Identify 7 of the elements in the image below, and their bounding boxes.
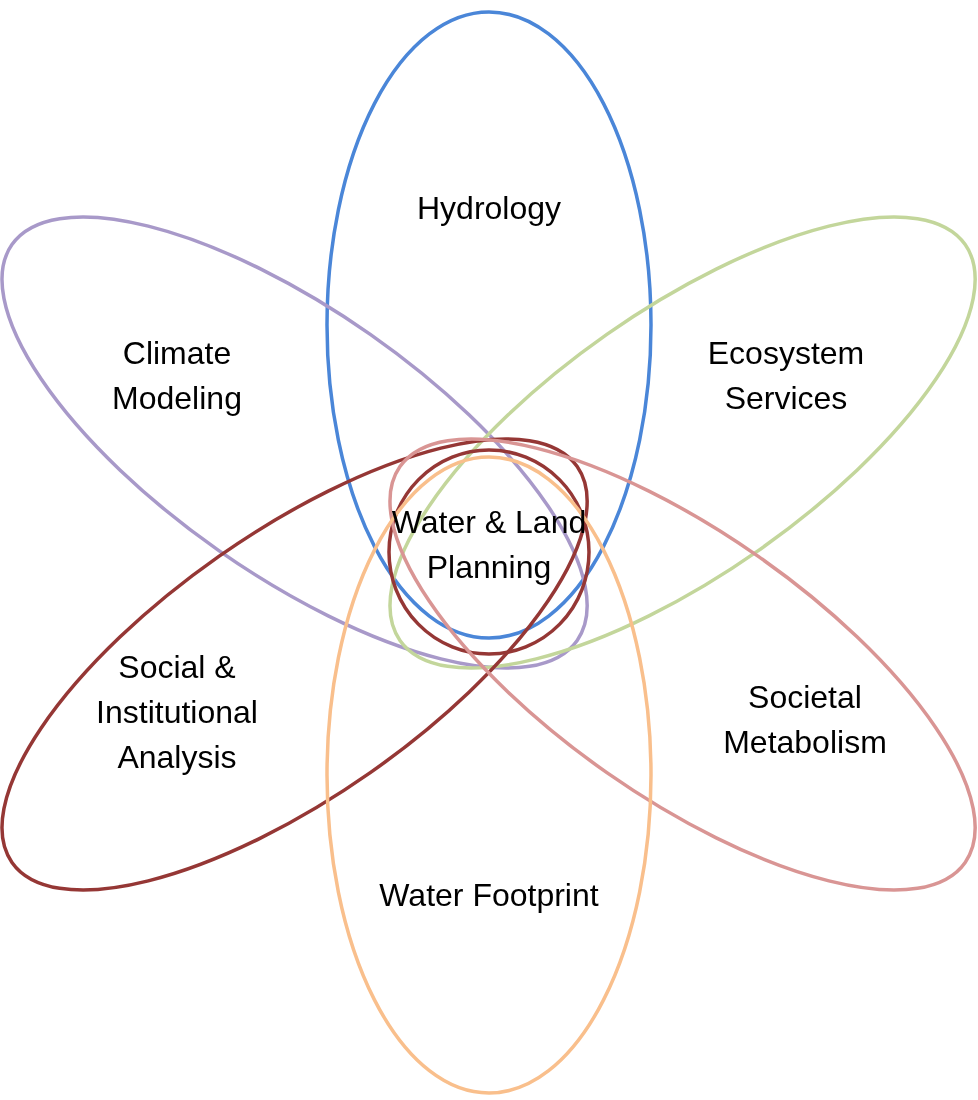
region-label: Hydrology — [415, 188, 563, 228]
region-label: Social & Institutional Analysis — [95, 647, 259, 777]
region-label: Water Footprint — [378, 875, 600, 915]
region-label: Societal Metabolism — [722, 678, 888, 762]
region-label: Ecosystem Services — [706, 334, 866, 418]
region-label: Water & Land Planning — [390, 503, 588, 587]
region-label: Climate Modeling — [111, 334, 243, 418]
